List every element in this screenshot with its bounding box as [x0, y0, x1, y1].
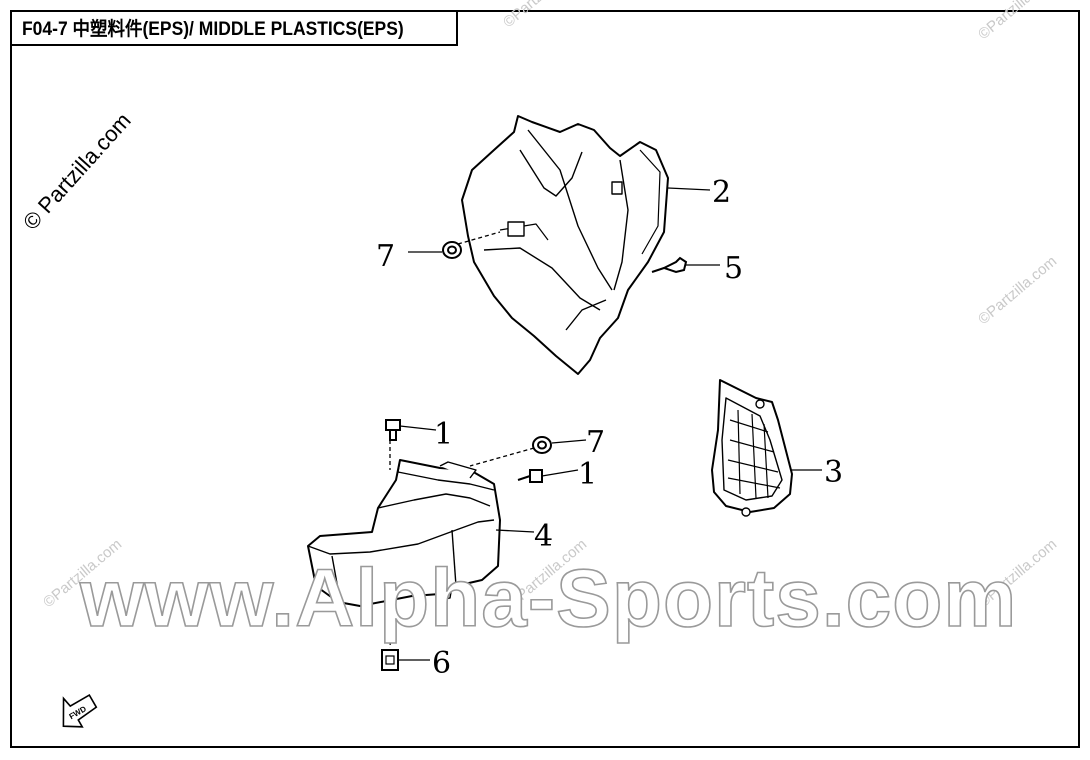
part-4-lower-panel [307, 459, 501, 607]
part-1-bolt-lower [517, 469, 543, 483]
title-box [10, 10, 458, 46]
leader-lines [389, 187, 822, 661]
part-3-grille-cover [711, 379, 793, 517]
part-1-bolt-upper [385, 419, 401, 441]
part-7-grommet-lower [532, 436, 552, 454]
part-5-screw [651, 256, 688, 274]
callout-3: 3 [824, 455, 843, 490]
callout-7-upper: 7 [376, 239, 395, 274]
callout-5: 5 [724, 251, 743, 286]
callout-2: 2 [712, 175, 731, 210]
callout-4: 4 [534, 519, 553, 554]
page-title: F04-7 中塑料件(EPS)/ MIDDLE PLASTICS(EPS) [22, 19, 404, 40]
fwd-arrow-icon: FWD [62, 693, 98, 728]
part-2-upper-panel [461, 115, 669, 375]
callout-6: 6 [432, 646, 451, 681]
callout-7-lower: 7 [586, 425, 605, 460]
callout-1-lower: 1 [578, 457, 597, 492]
part-7-grommet-upper [442, 241, 462, 259]
watermark-alpha-sports: www.Alpha-Sports.com [79, 552, 1018, 645]
part-6-clip-nut [381, 649, 399, 671]
callout-1-upper: 1 [434, 417, 453, 452]
